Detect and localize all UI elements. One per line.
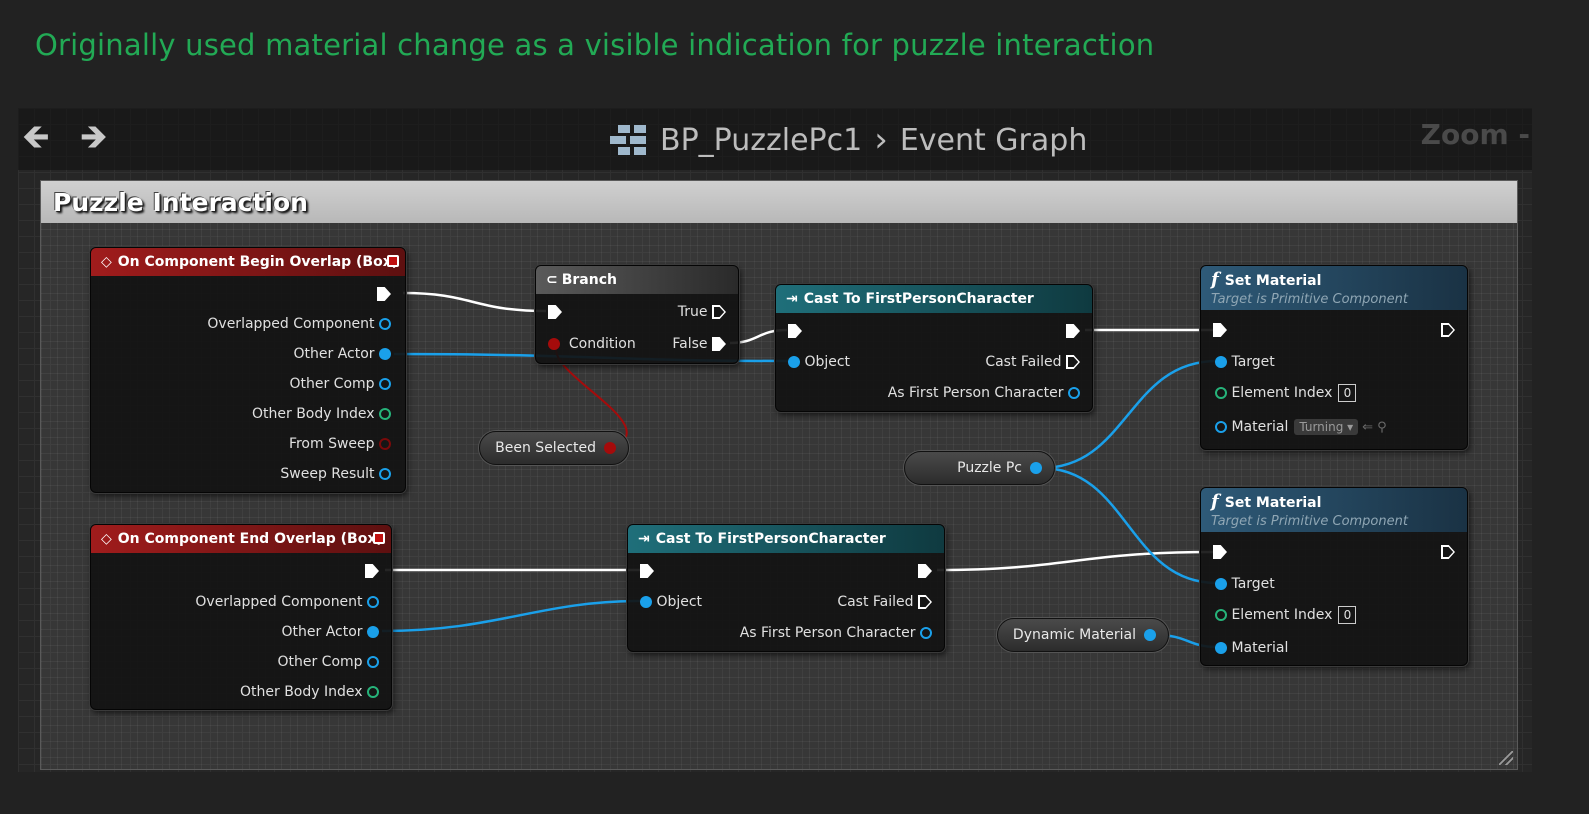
element-index-input[interactable]: 0	[1338, 606, 1357, 624]
object-out-pin[interactable]	[1144, 629, 1156, 641]
wire-puzzlepc-target2	[1040, 466, 1218, 585]
pin-material[interactable]: Material	[1215, 640, 1288, 656]
object-out-pin[interactable]	[1030, 462, 1042, 474]
branch-icon: ⊂	[546, 272, 558, 288]
pin-condition[interactable]: Condition	[548, 336, 636, 352]
pin-object[interactable]: Object	[640, 594, 702, 610]
pin-target[interactable]: Target	[1215, 354, 1275, 370]
pin-false[interactable]: False	[672, 336, 726, 352]
resize-handle-icon[interactable]	[1499, 751, 1513, 765]
blueprint-icon	[610, 125, 646, 155]
pin-as-first-person-character[interactable]: As First Person Character	[740, 625, 932, 641]
function-icon: f	[1211, 491, 1219, 512]
cast-to-character-node-1[interactable]: ⇥ Cast To FirstPersonCharacter Object Ca…	[775, 284, 1093, 412]
exec-in-pin[interactable]	[788, 323, 802, 339]
pin-other-comp[interactable]: Other Comp	[289, 376, 391, 392]
zoom-label: Zoom -	[1420, 118, 1530, 151]
pin-cast-failed[interactable]: Cast Failed	[837, 594, 932, 610]
cast-icon: ⇥	[786, 291, 798, 307]
variable-been-selected[interactable]: Been Selected	[479, 431, 629, 465]
breadcrumb-separator: ›	[874, 120, 888, 160]
exec-out-pin[interactable]	[377, 286, 391, 302]
graph-titlebar: 🡸 🡺 BP_PuzzlePc1 › Event Graph Zoom -	[18, 108, 1532, 170]
wire-exec-begin-branch	[402, 291, 547, 313]
exec-out-pin[interactable]	[918, 563, 932, 579]
breadcrumb-blueprint[interactable]: BP_PuzzlePc1	[660, 122, 863, 158]
element-index-input[interactable]: 0	[1338, 384, 1357, 402]
back-arrow-icon[interactable]: 🡸	[22, 117, 50, 157]
event-end-overlap-node[interactable]: ◇ On Component End Overlap (Box) Overlap…	[90, 524, 392, 710]
node-header: ⊂ Branch	[536, 266, 738, 294]
node-header: ◇ On Component Begin Overlap (Box)	[91, 248, 405, 276]
exec-out-pin[interactable]	[1441, 544, 1455, 560]
node-header: ◇ On Component End Overlap (Box)	[91, 525, 391, 553]
branch-node[interactable]: ⊂ Branch True Condition False	[535, 265, 739, 364]
pin-other-actor[interactable]: Other Actor	[294, 346, 391, 362]
caption: Originally used material change as a vis…	[35, 28, 1155, 62]
function-icon: f	[1211, 269, 1219, 290]
browse-magnifier-icon[interactable]: ⚲	[1377, 420, 1387, 435]
pin-other-body-index[interactable]: Other Body Index	[252, 406, 391, 422]
cast-to-character-node-2[interactable]: ⇥ Cast To FirstPersonCharacter Object Ca…	[627, 524, 945, 652]
exec-out-pin[interactable]	[1441, 322, 1455, 338]
cast-icon: ⇥	[638, 531, 650, 547]
variable-dynamic-material[interactable]: Dynamic Material	[997, 618, 1169, 652]
bool-out-pin[interactable]	[604, 442, 616, 454]
wire-actor-cast2	[381, 599, 642, 633]
pin-target[interactable]: Target	[1215, 576, 1275, 592]
pin-overlapped-component[interactable]: Overlapped Component	[207, 316, 391, 332]
delegate-pin-icon[interactable]	[373, 532, 385, 544]
pin-other-body-index[interactable]: Other Body Index	[240, 684, 379, 700]
pin-other-actor[interactable]: Other Actor	[282, 624, 379, 640]
delegate-pin-icon[interactable]	[387, 255, 399, 267]
breadcrumb-graph[interactable]: Event Graph	[899, 122, 1088, 158]
node-header: ⇥ Cast To FirstPersonCharacter	[776, 285, 1092, 313]
blueprint-graph-editor[interactable]: 🡸 🡺 BP_PuzzlePc1 › Event Graph Zoom - Pu…	[18, 108, 1532, 772]
node-header: ⇥ Cast To FirstPersonCharacter	[628, 525, 944, 553]
exec-in-pin[interactable]	[640, 563, 654, 579]
forward-arrow-icon[interactable]: 🡺	[80, 117, 108, 157]
pin-true[interactable]: True	[678, 304, 726, 320]
pin-as-first-person-character[interactable]: As First Person Character	[888, 385, 1080, 401]
exec-in-pin[interactable]	[1213, 544, 1227, 560]
comment-title[interactable]: Puzzle Interaction	[41, 181, 1517, 223]
pin-cast-failed[interactable]: Cast Failed	[985, 354, 1080, 370]
pin-from-sweep[interactable]: From Sweep	[289, 436, 391, 452]
pin-object[interactable]: Object	[788, 354, 850, 370]
exec-out-pin[interactable]	[365, 563, 379, 579]
pin-other-comp[interactable]: Other Comp	[277, 654, 379, 670]
wire-puzzlepc-target1	[1040, 359, 1218, 470]
use-selected-arrow-icon[interactable]: ⇐	[1362, 420, 1374, 435]
event-begin-overlap-node[interactable]: ◇ On Component Begin Overlap (Box) Overl…	[90, 247, 406, 493]
variable-puzzle-pc[interactable]: Puzzle Pc	[904, 451, 1055, 485]
breadcrumb: BP_PuzzlePc1 › Event Graph	[610, 120, 1087, 160]
exec-out-pin[interactable]	[1066, 323, 1080, 339]
event-diamond-icon: ◇	[101, 531, 112, 547]
wire-exec-cast2-setmat2	[936, 550, 1214, 572]
pin-overlapped-component[interactable]: Overlapped Component	[195, 594, 379, 610]
exec-in-pin[interactable]	[548, 304, 562, 320]
event-diamond-icon: ◇	[101, 254, 112, 270]
exec-in-pin[interactable]	[1213, 322, 1227, 338]
material-select[interactable]: Turning ▾	[1294, 419, 1359, 435]
pin-sweep-result[interactable]: Sweep Result	[280, 466, 391, 482]
